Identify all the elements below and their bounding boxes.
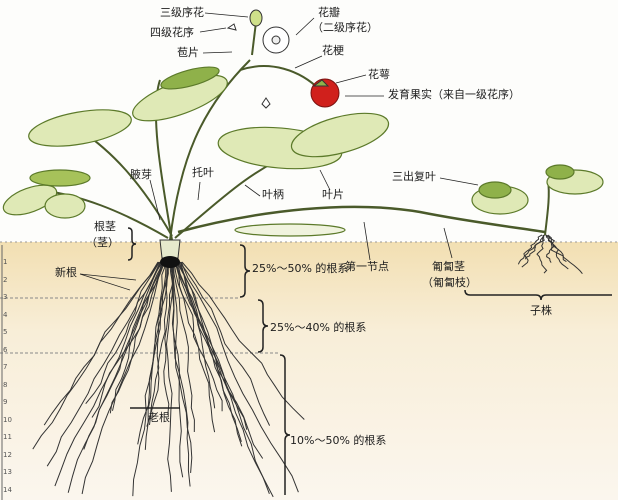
root: [81, 261, 163, 495]
label-tertiary-flower: 三级序花: [160, 6, 204, 19]
leaves: [2, 66, 604, 237]
flowers: [226, 9, 290, 109]
root: [174, 261, 216, 409]
label-bract: 苞片: [177, 46, 199, 59]
root: [91, 261, 164, 418]
ruler-tick: 9: [3, 398, 8, 406]
brackets: [127, 227, 612, 495]
label-petal: 花瓣: [318, 6, 340, 19]
root: [170, 261, 184, 478]
root: [132, 261, 168, 497]
soil: [0, 242, 618, 500]
ruler-tick: 13: [3, 468, 12, 476]
root: [46, 261, 160, 467]
root: [137, 261, 168, 445]
label-old-roots: 老根: [148, 411, 170, 424]
root: [109, 261, 166, 414]
root: [178, 261, 264, 459]
label-petiole: 叶柄: [262, 188, 284, 201]
roots: [32, 261, 305, 498]
label-roots-layer3: 10%～50% 的根系: [290, 434, 387, 447]
root: [112, 261, 166, 411]
ruler-tick: 10: [3, 415, 12, 424]
label-daughter-plant: 子株: [530, 304, 552, 317]
root: [180, 261, 274, 498]
daughter-roots: [517, 234, 583, 275]
root: [43, 261, 160, 426]
ruler-tick: 5: [3, 328, 8, 336]
ruler-tick: 2: [3, 275, 8, 284]
root: [172, 261, 191, 487]
label-developing-fruit: 发育果实（来自一级花序）: [388, 88, 520, 101]
ruler-tick: 11: [3, 433, 12, 441]
root: [171, 261, 193, 473]
label-trifoliate-leaf: 三出复叶: [392, 170, 436, 183]
root: [525, 234, 545, 260]
label-axillary-bud: 腋芽: [130, 168, 152, 181]
root: [545, 234, 569, 270]
root: [536, 234, 548, 274]
label-pedicel: 花梗: [322, 44, 344, 57]
root: [85, 261, 163, 405]
label-leaf-blade: 叶片: [322, 188, 344, 201]
ruler-tick: 14: [3, 485, 12, 494]
ruler-tick: 4: [3, 310, 8, 319]
label-new-roots: 新根: [55, 266, 77, 279]
label-calyx: 花萼: [368, 68, 390, 81]
ruler-tick: 12: [3, 450, 12, 459]
ruler-tick: 1: [3, 258, 8, 266]
label-runner-note: （匍匐枝）: [422, 276, 477, 289]
label-first-node: 第一节点: [345, 260, 389, 273]
root: [176, 261, 243, 447]
root: [179, 261, 271, 426]
crown: [159, 239, 181, 259]
label-quaternary-inflorescence: 四级花序: [150, 26, 194, 39]
label-runner: 匍匐茎: [432, 260, 465, 273]
ruler-tick: 7: [3, 363, 8, 371]
root: [517, 234, 543, 265]
label-crown: 根茎: [94, 220, 116, 233]
ruler-tick: 6: [3, 345, 8, 354]
root: [172, 261, 195, 433]
root: [163, 261, 174, 416]
label-stipule: 托叶: [192, 166, 214, 179]
root: [165, 261, 173, 492]
label-secondary-flower: （二级序花）: [312, 21, 378, 34]
leader-lines: [79, 12, 479, 291]
root: [181, 261, 305, 420]
ruler-tick: 8: [3, 380, 8, 389]
label-roots-layer1: 25%～50% 的根系: [252, 262, 349, 275]
root: [67, 261, 162, 493]
root: [146, 261, 170, 427]
root: [180, 261, 299, 493]
ruler-tick: 3: [3, 293, 8, 301]
root: [547, 234, 583, 275]
label-crown-note: （茎）: [86, 236, 119, 249]
root: [521, 234, 545, 268]
root: [174, 261, 216, 433]
label-roots-layer2: 25%～40% 的根系: [270, 321, 367, 334]
